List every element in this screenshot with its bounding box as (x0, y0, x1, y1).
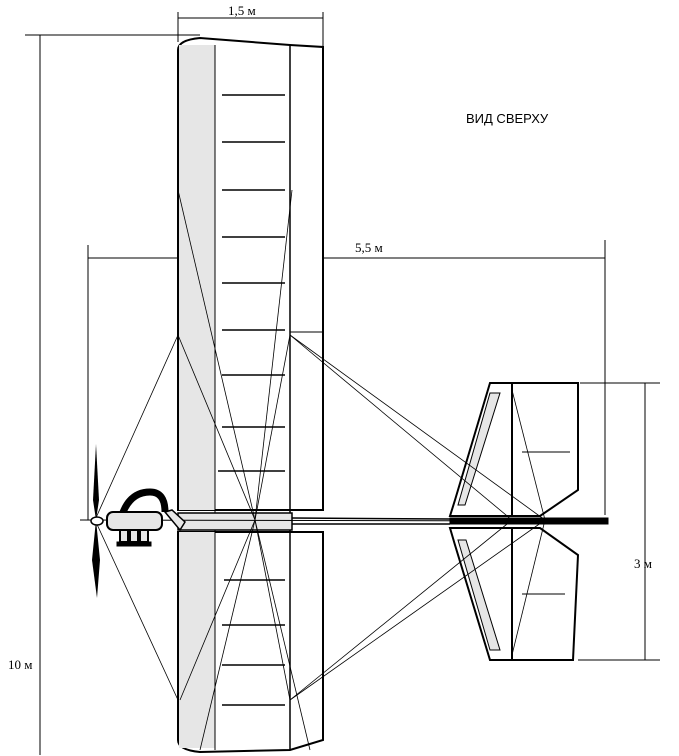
tail-dimension (578, 382, 660, 661)
length-label: 5,5 м (355, 240, 383, 255)
view-title: ВИД СВЕРХУ (466, 111, 549, 126)
fuselage (79, 517, 609, 525)
wing-ribs (218, 94, 285, 706)
span-dimension (25, 34, 200, 755)
tail-label: 3 м (634, 556, 652, 571)
chord-dimension (177, 12, 324, 46)
propeller-icon (90, 444, 104, 598)
wing (177, 36, 324, 754)
span-label: 10 м (8, 657, 32, 672)
length-dimension (87, 240, 606, 520)
horizontal-stabilizer (448, 382, 580, 661)
bracing-wires (94, 189, 546, 751)
engine (106, 488, 186, 547)
chord-label: 1,5 м (228, 3, 256, 18)
